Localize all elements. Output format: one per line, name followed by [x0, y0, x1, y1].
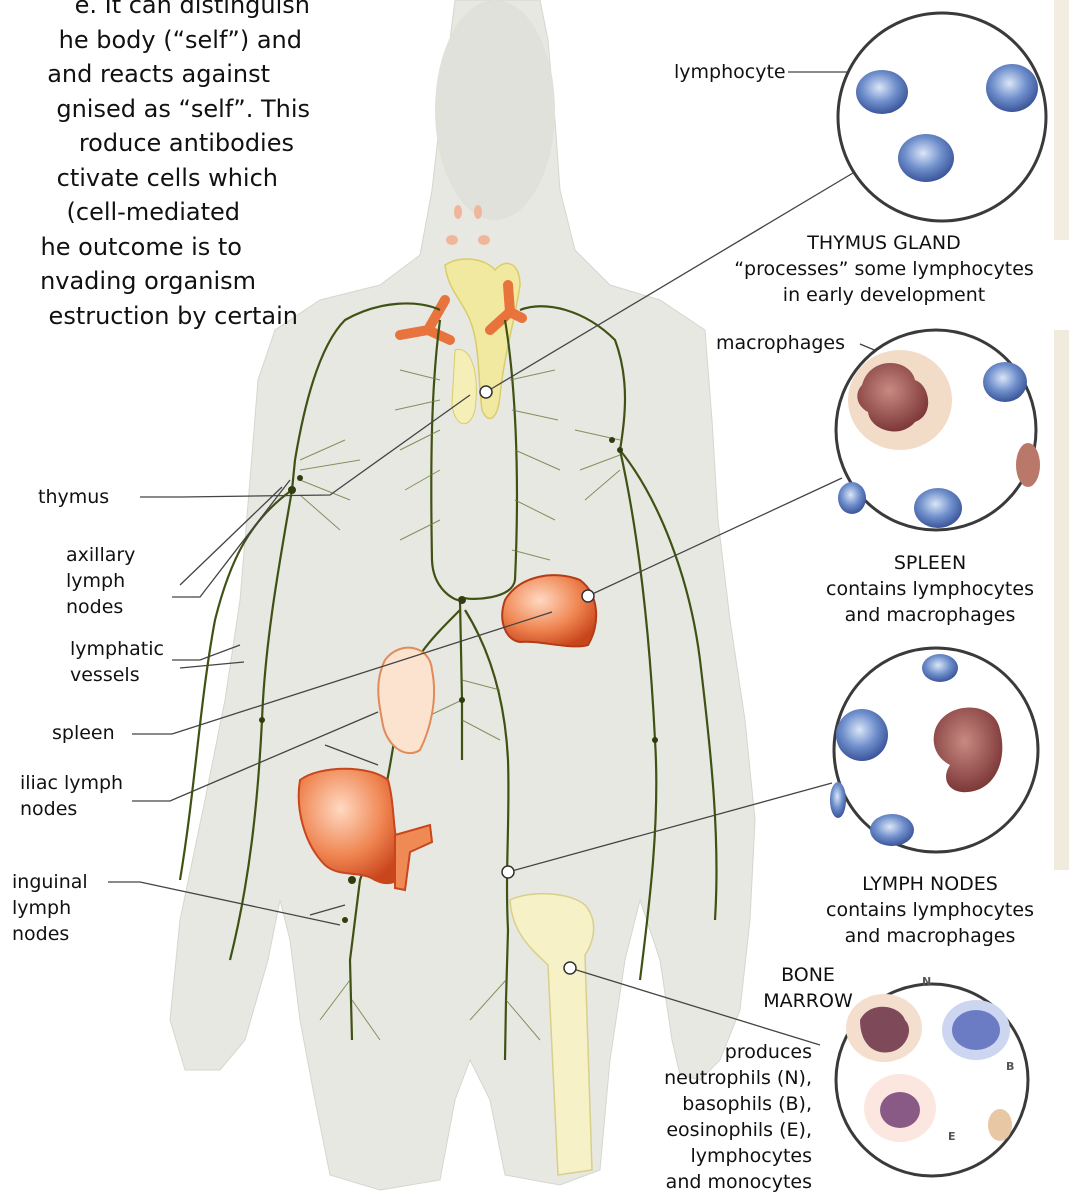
label-line: lymphatic: [70, 636, 164, 662]
label-lymphocyte: lymphocyte: [674, 59, 786, 85]
label-thymus: thymus: [38, 484, 109, 510]
lymphocyte-cell: [836, 709, 888, 761]
label-lymphatic-vessels: lymphatic vessels: [70, 636, 164, 688]
intro-line: (cell-mediated: [0, 195, 240, 230]
caption-line: and macrophages: [800, 602, 1060, 628]
intro-paragraph: e. It can distinguish he body (“self”) a…: [0, 0, 310, 333]
label-line: lymph: [12, 895, 88, 921]
lymphocyte-cell: [983, 362, 1027, 402]
caption-title: LYMPH NODES: [800, 871, 1060, 897]
label-line: nodes: [20, 796, 123, 822]
label-lymph-nodes-caption: LYMPH NODES contains lymphocytes and mac…: [800, 871, 1060, 949]
lymph-node-magnified-cells: [830, 648, 1038, 852]
intro-line: ctivate cells which: [0, 161, 278, 196]
iliac-node-cluster: [378, 648, 434, 753]
caption-line: and monocytes: [616, 1169, 812, 1195]
thymus-magnified-cells: [838, 13, 1046, 221]
label-inguinal-lymph-nodes: inguinal lymph nodes: [12, 869, 88, 947]
label-line: lymph: [66, 568, 135, 594]
label-line: axillary: [66, 542, 135, 568]
caption-line: contains lymphocytes: [800, 576, 1060, 602]
lymphocyte-cell: [914, 488, 962, 528]
intro-line: estruction by certain: [0, 299, 298, 334]
lymphocyte-cell: [856, 70, 908, 114]
label-bone-marrow: BONE MARROW: [752, 962, 864, 1014]
caption-title: THYMUS GLAND: [714, 230, 1054, 256]
basophil-cell: [952, 1010, 1000, 1050]
caption-line: “processes” some lymphocytes: [714, 256, 1054, 282]
lymphocyte-cell: [898, 134, 954, 182]
intro-line: roduce antibodies: [0, 126, 294, 161]
label-line: nodes: [66, 594, 135, 620]
eosinophil-cell: [880, 1092, 920, 1128]
page-edge-strip: [1054, 0, 1069, 240]
caption-title: SPLEEN: [800, 550, 1060, 576]
label-iliac-lymph-nodes: iliac lymph nodes: [20, 770, 123, 822]
eosinophil-letter: E: [948, 1130, 956, 1143]
bone-marrow-magnified-cells: N B E: [836, 975, 1028, 1176]
neutrophil-letter: N: [922, 975, 931, 988]
caption-line: neutrophils (N),: [616, 1065, 812, 1091]
head-shading: [435, 0, 555, 220]
caption-line: eosinophils (E),: [616, 1117, 812, 1143]
intro-line: e. It can distinguish: [0, 0, 310, 23]
label-line: vessels: [70, 662, 164, 688]
label-thymus-gland: THYMUS GLAND “processes” some lymphocyte…: [714, 230, 1054, 308]
label-line: iliac lymph: [20, 770, 123, 796]
caption-title: BONE: [752, 962, 864, 988]
label-line: nodes: [12, 921, 88, 947]
spleen-magnified-cells: [836, 330, 1040, 530]
label-spleen-caption: SPLEEN contains lymphocytes and macropha…: [800, 550, 1060, 628]
caption-title: MARROW: [752, 988, 864, 1014]
label-bone-marrow-description: produces neutrophils (N), basophils (B),…: [616, 1039, 812, 1195]
intro-line: and reacts against: [0, 57, 270, 92]
spleen-organ: [502, 575, 596, 646]
label-axillary-lymph-nodes: axillary lymph nodes: [66, 542, 135, 620]
caption-line: basophils (B),: [616, 1091, 812, 1117]
label-macrophages: macrophages: [716, 330, 845, 356]
caption-line: produces: [616, 1039, 812, 1065]
intro-line: gnised as “self”. This: [0, 92, 310, 127]
caption-line: contains lymphocytes: [800, 897, 1060, 923]
caption-line: and macrophages: [800, 923, 1060, 949]
basophil-letter: B: [1006, 1060, 1014, 1073]
intro-line: he body (“self”) and: [0, 23, 302, 58]
intro-line: nvading organism: [0, 264, 256, 299]
caption-line: in early development: [714, 282, 1054, 308]
label-spleen: spleen: [52, 720, 115, 746]
lymphocyte-cell: [986, 64, 1038, 112]
label-line: inguinal: [12, 869, 88, 895]
intro-line: he outcome is to: [0, 230, 242, 265]
caption-line: lymphocytes: [616, 1143, 812, 1169]
